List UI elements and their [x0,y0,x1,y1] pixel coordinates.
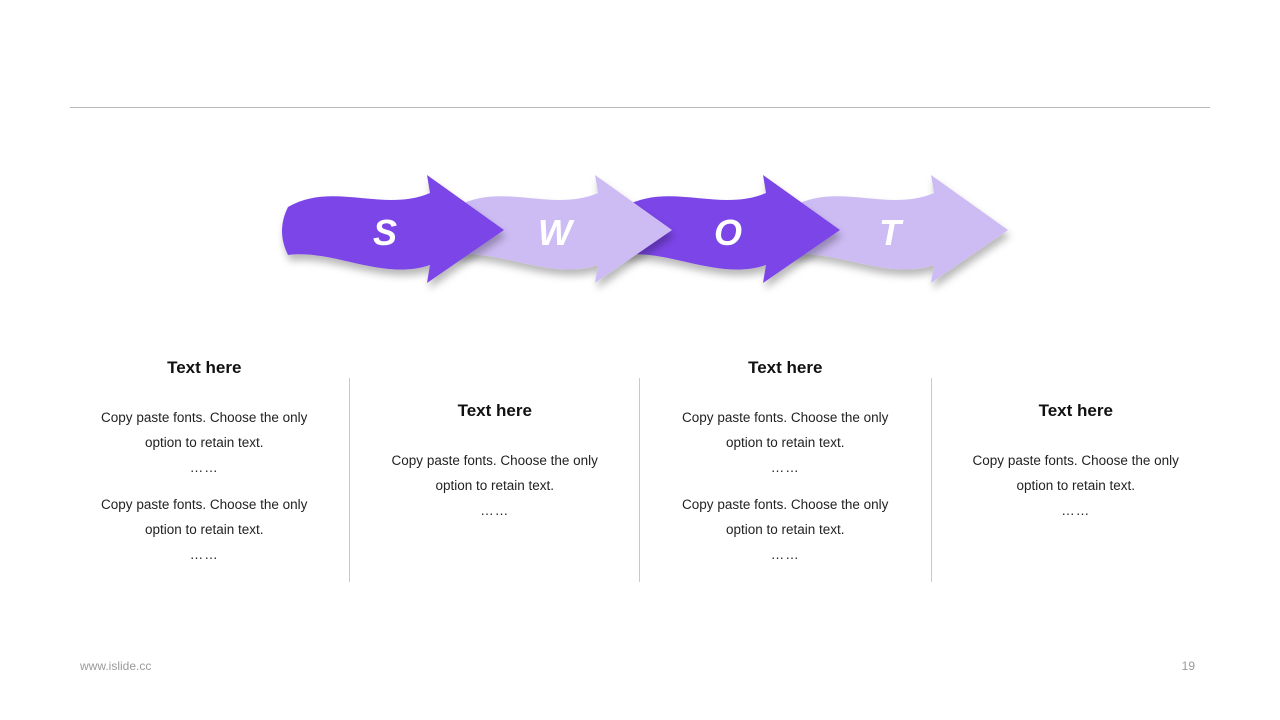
column-1: Text here Copy paste fonts. Choose the o… [59,358,350,579]
column-3: Text here Copy paste fonts. Choose the o… [640,358,931,579]
column-3-paragraph-2: Copy paste fonts. Choose the only option… [682,497,889,537]
swot-arrows-graphic: S W O T [278,163,1018,303]
column-1-ellipsis-2: …… [189,547,219,562]
column-divider-3 [931,378,932,582]
column-4-paragraph-1: Copy paste fonts. Choose the only option… [972,453,1179,493]
swot-letter-t: T [879,212,904,253]
column-4-ellipsis-1: …… [1061,503,1091,518]
column-2: Text here Copy paste fonts. Choose the o… [350,358,641,535]
column-3-paragraph-1: Copy paste fonts. Choose the only option… [682,410,889,450]
column-4-title: Text here [1038,401,1113,420]
column-1-paragraph-2: Copy paste fonts. Choose the only option… [101,497,308,537]
column-divider-2 [639,378,640,582]
swot-arrows-svg: S W O T [282,175,1008,283]
swot-letter-o: O [714,212,742,253]
column-2-paragraph-1: Copy paste fonts. Choose the only option… [391,453,598,493]
top-divider-line [70,107,1210,108]
column-1-title: Text here [167,358,242,377]
columns-row: Text here Copy paste fonts. Choose the o… [59,358,1221,579]
page-number: 19 [1181,659,1195,673]
column-4: Text here Copy paste fonts. Choose the o… [931,358,1222,535]
column-3-ellipsis-2: …… [770,547,800,562]
column-2-ellipsis-1: …… [480,503,510,518]
column-1-ellipsis-1: …… [189,460,219,475]
column-3-ellipsis-1: …… [770,460,800,475]
column-3-title: Text here [748,358,823,377]
column-2-title: Text here [457,401,532,420]
column-1-paragraph-1: Copy paste fonts. Choose the only option… [101,410,308,450]
swot-letter-s: S [373,212,397,253]
swot-letter-w: W [538,212,575,253]
footer-url[interactable]: www.islide.cc [80,659,152,673]
column-divider-1 [349,378,350,582]
